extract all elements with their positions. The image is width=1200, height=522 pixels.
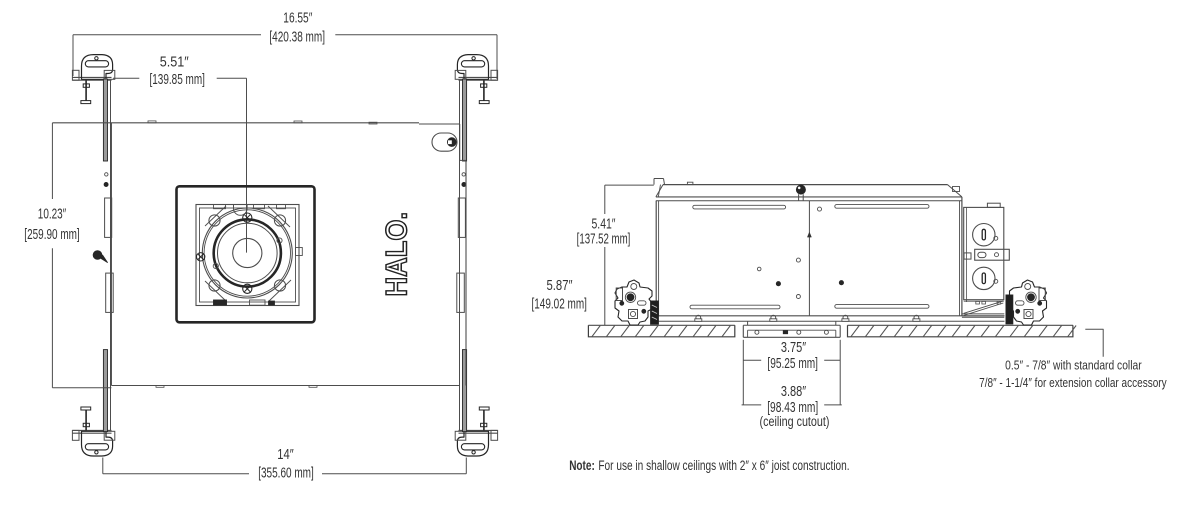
svg-text:5.51″: 5.51″: [160, 54, 189, 70]
svg-text:Note:: Note:: [569, 458, 595, 473]
svg-text:5.87″: 5.87″: [547, 278, 573, 294]
svg-text:For use in shallow ceilings wi: For use in shallow ceilings with 2″ x 6″…: [598, 458, 849, 473]
svg-text:(ceiling cutout): (ceiling cutout): [760, 414, 830, 429]
svg-text:HALO.: HALO.: [381, 212, 414, 297]
svg-text:7/8″ - 1-1/4″ for extension co: 7/8″ - 1-1/4″ for extension collar acces…: [979, 375, 1167, 390]
svg-text:0.5″ - 7/8″ with standard coll: 0.5″ - 7/8″ with standard collar: [1005, 357, 1142, 372]
svg-text:[420.38 mm]: [420.38 mm]: [269, 29, 325, 45]
svg-text:10.23″: 10.23″: [38, 207, 66, 223]
svg-text:[95.25 mm]: [95.25 mm]: [767, 356, 818, 372]
svg-text:[149.02 mm]: [149.02 mm]: [531, 297, 587, 313]
svg-text:[139.85 mm]: [139.85 mm]: [150, 72, 205, 88]
svg-text:[98.43 mm]: [98.43 mm]: [767, 400, 818, 416]
svg-text:3.88″: 3.88″: [781, 384, 806, 400]
svg-text:16.55″: 16.55″: [283, 10, 312, 26]
svg-text:14″: 14″: [277, 447, 293, 463]
svg-text:5.41″: 5.41″: [592, 216, 616, 232]
svg-text:[137.52 mm]: [137.52 mm]: [577, 232, 631, 248]
svg-text:3.75″: 3.75″: [781, 340, 806, 356]
svg-text:[355.60 mm]: [355.60 mm]: [258, 466, 314, 482]
svg-text:[259.90 mm]: [259.90 mm]: [24, 227, 79, 243]
